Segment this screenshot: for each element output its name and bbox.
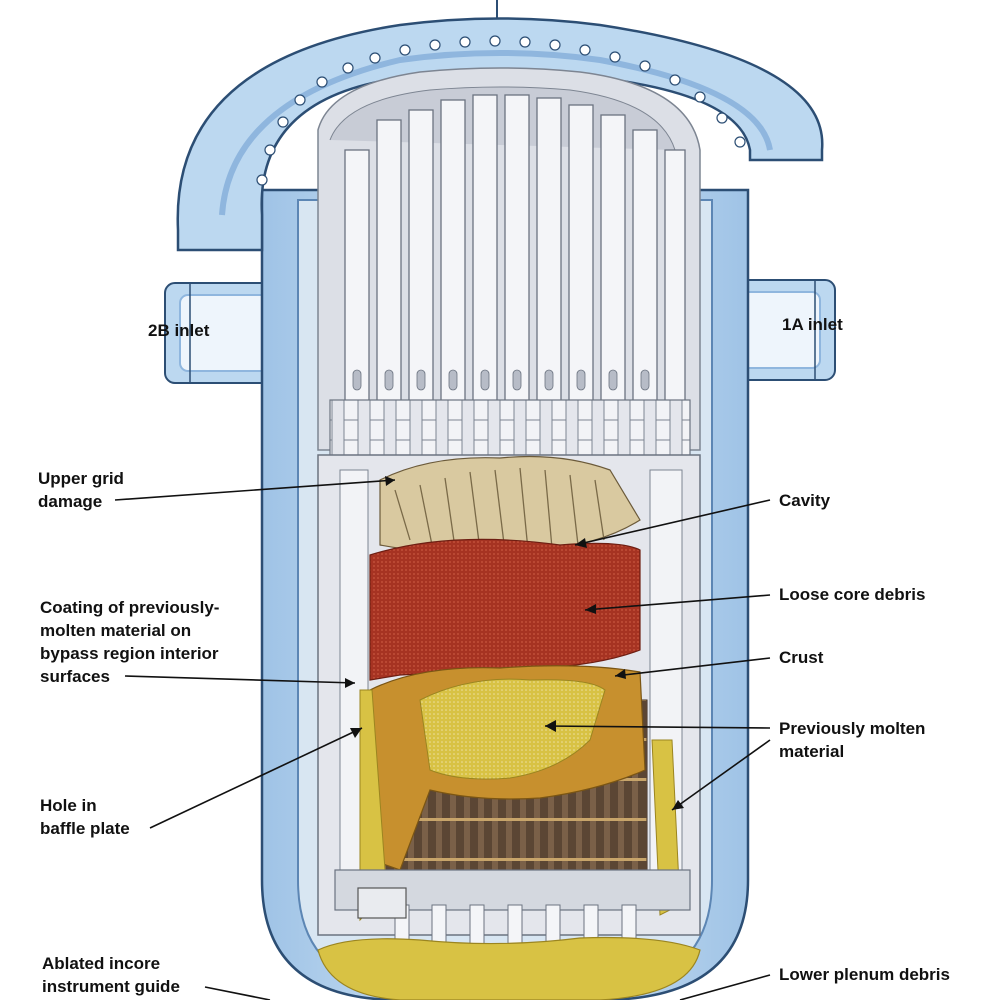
leader-lines (114, 479, 771, 1000)
label-lower-plenum-debris: Lower plenum debris (779, 965, 950, 984)
inlet-nozzle-2b (164, 282, 281, 384)
guide-tube-slots (352, 369, 650, 391)
ablated-guide-block (357, 887, 407, 919)
leader-molten-core (544, 725, 771, 729)
label-previously-molten-material: Previously molten material (779, 719, 926, 761)
label-cavity: Cavity (779, 491, 831, 510)
previously-molten-core-region (419, 678, 606, 780)
label-2b-inlet: 2B inlet (148, 321, 210, 340)
leader-coating (124, 675, 356, 684)
leader-upper-grid (114, 479, 396, 501)
label-ablated-incore-instrument-guide: Ablated incore instrument guide (42, 954, 180, 996)
head-flange-bolts (256, 35, 746, 186)
leader-ablated (204, 986, 271, 1000)
label-hole-in-baffle-plate: Hole in baffle plate (40, 796, 130, 838)
control-rod-guide-tubes (344, 94, 686, 451)
leader-loose-debris (584, 594, 771, 611)
leader-molten-bypass (671, 739, 771, 811)
lower-plenum-debris (317, 936, 701, 1000)
leader-arrowheads (345, 476, 684, 810)
leader-lower-plenum (679, 974, 771, 1000)
label-coating: Coating of previously- molten material o… (40, 598, 220, 686)
label-1a-inlet: 1A inlet (782, 315, 843, 334)
leader-crust (614, 657, 771, 677)
label-upper-grid-damage: Upper grid damage (38, 469, 124, 511)
label-loose-core-debris: Loose core debris (779, 585, 926, 604)
upper-grid-plate (329, 399, 691, 461)
label-crust: Crust (779, 648, 824, 667)
loose-core-debris-bed (369, 538, 641, 681)
leader-hole (149, 727, 363, 829)
leader-cavity (574, 499, 771, 546)
